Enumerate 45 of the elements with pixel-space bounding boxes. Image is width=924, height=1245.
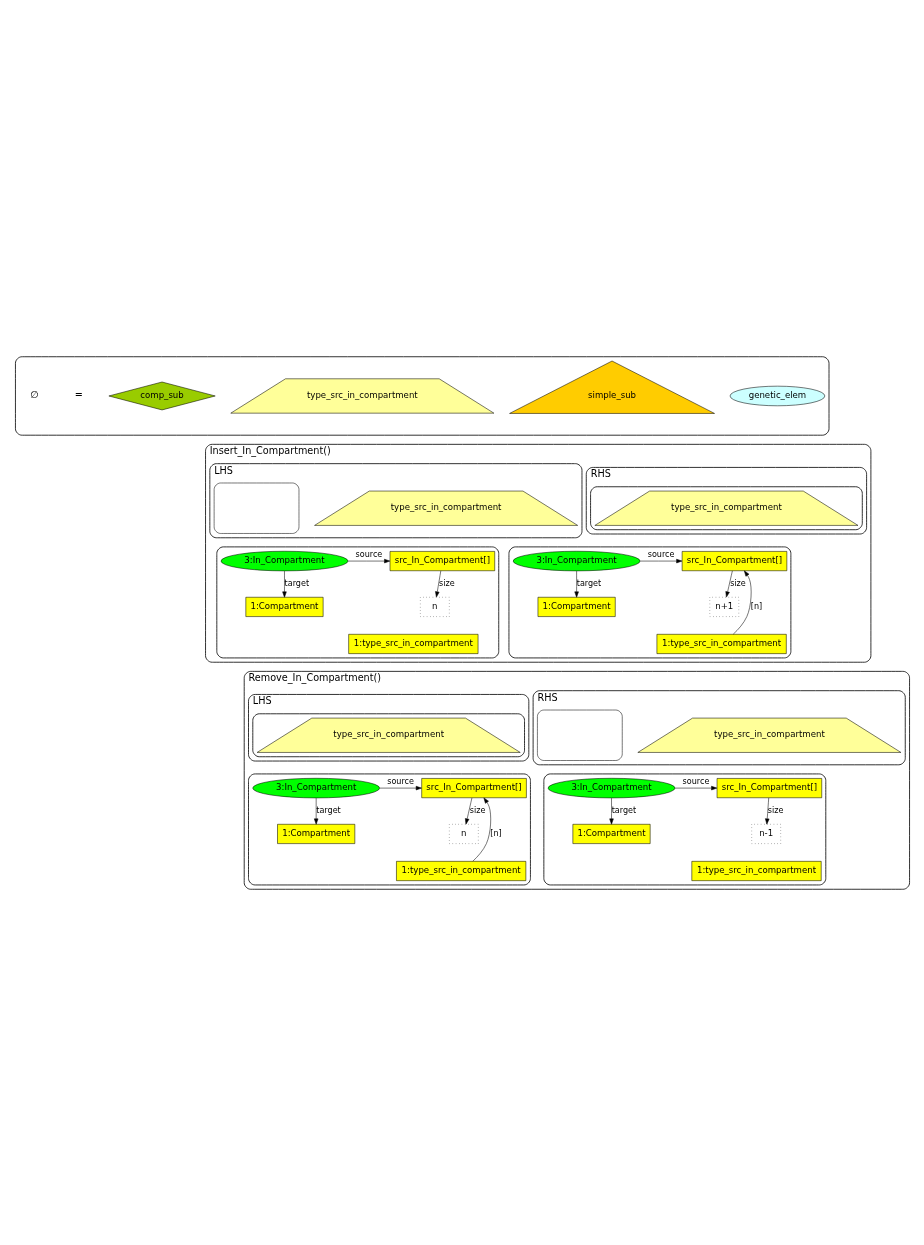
arrow — [639, 558, 682, 563]
arrow — [472, 797, 491, 861]
cluster — [14, 355, 829, 436]
cluster — [247, 773, 531, 885]
node-ellipse: genetic_elem — [729, 385, 825, 406]
node-box: src_In_Compartment[] — [389, 550, 495, 571]
arrow — [281, 570, 287, 597]
node-box: n — [448, 823, 479, 844]
arrow — [732, 570, 751, 634]
node-box: src_In_Compartment[] — [420, 777, 527, 798]
label: ∅ — [29, 388, 38, 400]
arrow — [434, 570, 441, 597]
arrow — [608, 797, 614, 824]
label: = — [74, 388, 83, 400]
node-box: 1:Compartment — [276, 823, 355, 844]
arrow — [674, 785, 717, 790]
arrow — [573, 570, 579, 597]
arrow — [764, 797, 769, 824]
node-box: 1:Compartment — [537, 596, 616, 617]
node-box — [536, 709, 623, 761]
node-box: 1:type_src_in_compartment — [656, 633, 787, 654]
node-ellipse: 3:In_Compartment — [547, 777, 675, 798]
cluster — [542, 773, 826, 885]
node-box: 1:Compartment — [245, 596, 323, 617]
node-box: 1:type_src_in_compartment — [691, 860, 821, 881]
arrow — [464, 797, 472, 824]
cluster — [508, 546, 791, 658]
node-diamond: comp_sub — [108, 381, 215, 410]
arrow — [378, 785, 422, 790]
arrow — [313, 797, 318, 824]
node-box: n — [419, 596, 450, 617]
node-ellipse: 3:In_Compartment — [251, 777, 380, 798]
node-box — [213, 482, 299, 534]
node-box: src_In_Compartment[] — [716, 777, 822, 798]
node-box: 1:type_src_in_compartment — [347, 633, 478, 654]
arrow — [347, 558, 390, 563]
node-box: n+1 — [709, 596, 739, 617]
node-ellipse: 3:In_Compartment — [220, 550, 348, 571]
node-ellipse: 3:In_Compartment — [512, 550, 640, 571]
node-box: 1:Compartment — [572, 823, 650, 844]
arrow — [725, 570, 733, 597]
cluster — [215, 546, 499, 658]
node-box: 1:type_src_in_compartment — [395, 860, 526, 881]
node-box: n-1 — [750, 823, 781, 844]
node-box: src_In_Compartment[] — [681, 550, 787, 571]
